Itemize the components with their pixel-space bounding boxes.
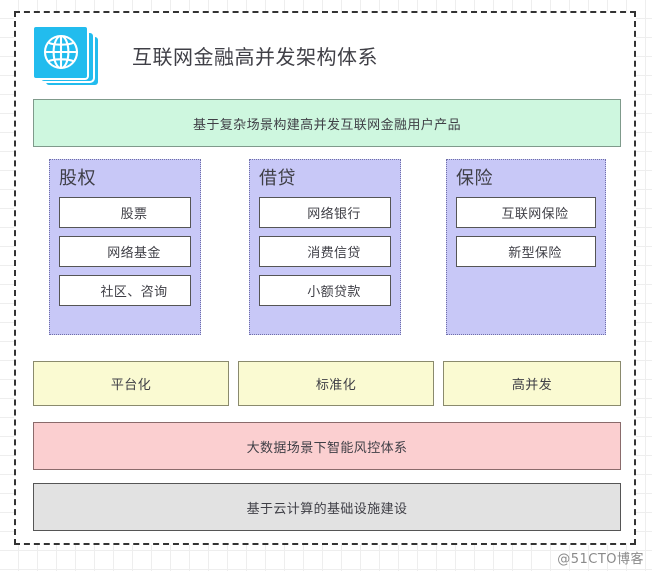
- infrastructure-band: 基于云计算的基础设施建设: [33, 483, 621, 531]
- page-title: 互联网金融高并发架构体系: [132, 45, 378, 69]
- capability-box-high-concurrency[interactable]: 高并发: [443, 361, 621, 406]
- diagram-canvas: 互联网金融高并发架构体系 基于复杂场景构建高并发互联网金融用户产品 股权 股票 …: [14, 11, 636, 545]
- risk-control-band: 大数据场景下智能风控体系: [33, 422, 621, 470]
- domain-column-insurance[interactable]: 保险 互联网保险 新型保险: [446, 159, 606, 335]
- globe-glyph-icon: [43, 34, 79, 70]
- domain-title: 借贷: [259, 168, 296, 189]
- domain-item[interactable]: 社区、咨询: [59, 275, 191, 306]
- domain-item[interactable]: 股票: [59, 197, 191, 228]
- domain-title: 保险: [456, 168, 493, 189]
- globe-stacked-cards-icon: [32, 25, 104, 89]
- diagram-header: 互联网金融高并发架构体系: [32, 21, 622, 93]
- domain-item[interactable]: 新型保险: [456, 236, 596, 267]
- domain-title: 股权: [59, 168, 96, 189]
- domain-item-list: 股票 网络基金 社区、咨询: [59, 197, 191, 314]
- domain-item[interactable]: 消费信贷: [259, 236, 391, 267]
- domain-item[interactable]: 互联网保险: [456, 197, 596, 228]
- domain-item-list: 网络银行 消费信贷 小额贷款: [259, 197, 391, 314]
- product-band: 基于复杂场景构建高并发互联网金融用户产品: [33, 99, 621, 147]
- domain-item[interactable]: 小额贷款: [259, 275, 391, 306]
- domain-item[interactable]: 网络基金: [59, 236, 191, 267]
- capability-box-platform[interactable]: 平台化: [33, 361, 229, 406]
- domain-column-lending[interactable]: 借贷 网络银行 消费信贷 小额贷款: [249, 159, 401, 335]
- domain-column-equity[interactable]: 股权 股票 网络基金 社区、咨询: [49, 159, 201, 335]
- capability-box-standardization[interactable]: 标准化: [238, 361, 434, 406]
- domain-item-list: 互联网保险 新型保险: [456, 197, 596, 275]
- watermark: @51CTO博客: [557, 552, 644, 567]
- domain-item[interactable]: 网络银行: [259, 197, 391, 228]
